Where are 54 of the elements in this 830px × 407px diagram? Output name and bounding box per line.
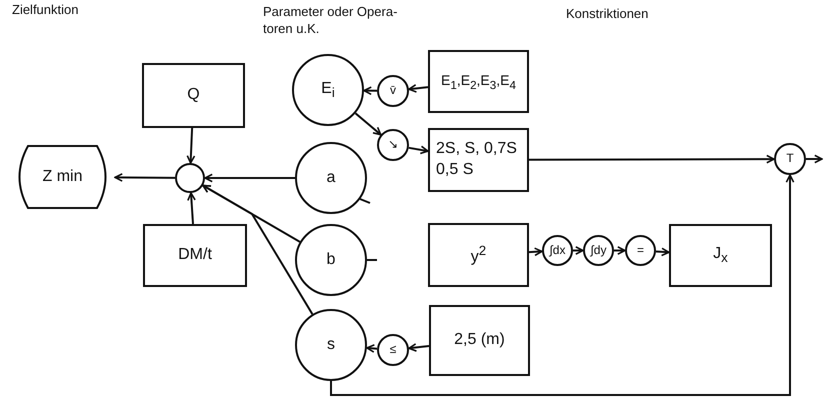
arrow — [806, 154, 823, 164]
operator-circle — [377, 129, 409, 161]
arrow — [186, 128, 196, 164]
column-heading: Konstriktionen — [566, 6, 650, 23]
constraint-box — [428, 50, 529, 113]
node-text: J$_{x}$ — [713, 244, 728, 267]
column-heading: Zielfunktion — [12, 2, 80, 19]
node-text: a — [326, 168, 336, 188]
arrow — [408, 343, 430, 352]
operator-circle — [583, 235, 614, 266]
summing-circle — [175, 163, 205, 193]
arrow — [656, 247, 670, 256]
arrow — [529, 154, 775, 164]
constraint-box — [428, 223, 529, 287]
arrow — [408, 84, 428, 93]
operator-circle — [377, 75, 409, 107]
node-text: T — [786, 151, 794, 167]
node-text: ≤ — [390, 342, 396, 358]
operator-circle — [625, 235, 656, 266]
node-text: ↘ — [388, 137, 398, 153]
process-box — [142, 63, 245, 128]
constraint-box — [428, 128, 529, 192]
node-text: DM/t — [178, 245, 212, 266]
arrow — [614, 246, 626, 255]
operator-circle — [774, 143, 806, 175]
node-text: s — [327, 334, 335, 355]
constraint-box — [429, 305, 530, 376]
arrow — [573, 246, 584, 255]
node-text: 2S, S, 0,7S 0,5 S — [436, 139, 518, 180]
node-text: E$_{1}$,E$_{2}$,E$_{3}$,E$_{4}$ — [441, 70, 516, 92]
node-text: E$_{i}$ — [321, 78, 335, 102]
node-text: v̄ — [390, 83, 396, 99]
operator-circle — [542, 235, 573, 266]
operator-circle — [377, 334, 409, 366]
arrow — [204, 174, 295, 182]
process-box — [669, 224, 772, 287]
arrow — [330, 174, 794, 396]
column-heading: Parameter oder Opera-toren u.K. — [263, 4, 398, 38]
arrow — [202, 184, 314, 315]
node-text: ∫dx — [550, 242, 566, 258]
node-text: Q — [187, 85, 200, 106]
node-text: = — [636, 242, 644, 258]
node-text: y$^{2}$ — [470, 242, 486, 268]
arrow — [354, 112, 382, 136]
node-text: Z min — [42, 166, 82, 187]
node-text: b — [326, 250, 336, 270]
arrow — [408, 146, 429, 154]
node-text: 2,5 (m) — [454, 330, 505, 350]
arrow — [528, 247, 543, 256]
arrow — [187, 192, 196, 224]
arrow — [363, 86, 378, 96]
arrow — [114, 173, 175, 182]
process-box — [143, 224, 247, 287]
node-text: ∫dy — [590, 242, 606, 258]
